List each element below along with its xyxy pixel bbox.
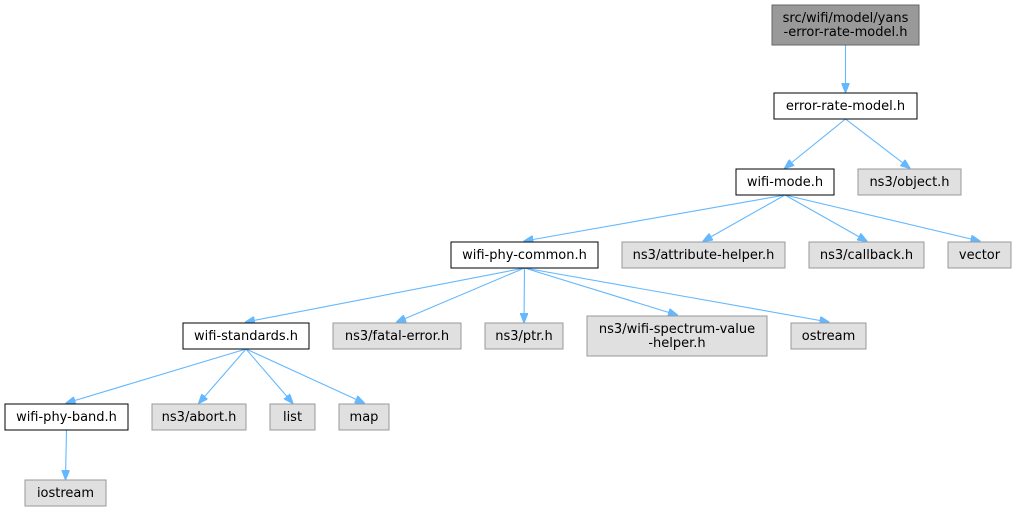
nodes-layer: src/wifi/model/yans-error-rate-model.h er…: [4, 4, 1012, 507]
node-wifi-standards[interactable]: wifi-standards.h: [182, 322, 310, 350]
node-label: wifi-standards.h: [194, 329, 298, 344]
node-label: ns3/abort.h: [162, 410, 237, 425]
node-label: -error-rate-model.h: [784, 25, 908, 40]
edge-error-rate-to-wifi-mode: [785, 118, 846, 168]
node-yans[interactable]: src/wifi/model/yans-error-rate-model.h: [771, 4, 920, 46]
node-label: ns3/object.h: [869, 175, 949, 190]
edge-wifi-mode-to-wifi-phy-common: [525, 194, 786, 241]
node-box: [947, 241, 1012, 269]
node-box: [621, 241, 786, 269]
node-wifi-mode[interactable]: wifi-mode.h: [735, 168, 835, 196]
node-label: vector: [959, 248, 1001, 263]
node-ns3-fatal-error: ns3/fatal-error.h: [332, 322, 462, 350]
node-box[interactable]: [450, 241, 599, 269]
edge-wifi-mode-to-ns3-attribute-helper: [704, 194, 786, 241]
node-label: ns3/ptr.h: [495, 329, 553, 344]
node-box: [484, 322, 564, 350]
edge-wifi-phy-common-to-ns3-ptr: [524, 267, 525, 322]
node-label: src/wifi/model/yans: [783, 11, 909, 26]
edge-wifi-standards-to-ns3-abort: [199, 348, 247, 403]
node-box[interactable]: [182, 322, 310, 350]
node-box: [808, 241, 925, 269]
node-box: [790, 322, 867, 350]
node-label: wifi-mode.h: [747, 175, 823, 190]
node-ns3-wifi-spectrum: ns3/wifi-spectrum-value-helper.h: [586, 315, 768, 357]
node-ns3-ptr: ns3/ptr.h: [484, 322, 564, 350]
edge-wifi-standards-to-list: [245, 348, 293, 403]
node-list: list: [269, 403, 316, 431]
node-wifi-phy-band[interactable]: wifi-phy-band.h: [4, 403, 129, 431]
node-ns3-abort: ns3/abort.h: [151, 403, 247, 431]
node-box[interactable]: [4, 403, 129, 431]
node-label: map: [350, 410, 379, 425]
node-ns3-callback: ns3/callback.h: [808, 241, 925, 269]
node-label: ns3/wifi-spectrum-value: [599, 322, 755, 337]
node-box[interactable]: [735, 168, 835, 196]
node-label: list: [283, 410, 302, 425]
node-ns3-object: ns3/object.h: [857, 168, 962, 196]
node-ns3-attribute-helper: ns3/attribute-helper.h: [621, 241, 786, 269]
node-label: ns3/callback.h: [820, 248, 913, 263]
edge-wifi-mode-to-vector: [784, 194, 980, 241]
edges-layer: [66, 45, 980, 479]
node-label: iostream: [37, 486, 94, 501]
node-box[interactable]: [771, 4, 920, 46]
node-label: ns3/fatal-error.h: [345, 329, 449, 344]
node-box: [338, 403, 390, 431]
node-box[interactable]: [773, 92, 918, 120]
node-ostream: ostream: [790, 322, 867, 350]
node-iostream: iostream: [24, 479, 107, 507]
node-label: -helper.h: [648, 336, 705, 351]
node-label: ns3/attribute-helper.h: [633, 248, 775, 263]
node-label: wifi-phy-common.h: [462, 248, 587, 263]
node-box: [151, 403, 247, 431]
edge-wifi-mode-to-ns3-callback: [784, 194, 867, 241]
edge-wifi-standards-to-wifi-phy-band: [67, 348, 247, 403]
node-box: [857, 168, 962, 196]
node-box: [332, 322, 462, 350]
node-label: ostream: [802, 329, 856, 344]
node-box: [24, 479, 107, 507]
node-map: map: [338, 403, 390, 431]
node-box: [269, 403, 316, 431]
node-box: [586, 315, 768, 357]
node-vector: vector: [947, 241, 1012, 269]
edge-wifi-standards-to-map: [245, 348, 364, 403]
node-wifi-phy-common[interactable]: wifi-phy-common.h: [450, 241, 599, 269]
edge-wifi-phy-common-to-ostream: [524, 267, 829, 322]
edge-wifi-phy-common-to-ns3-wifi-spectrum: [524, 267, 678, 315]
edge-wifi-phy-band-to-iostream: [66, 429, 67, 479]
node-label: error-rate-model.h: [786, 99, 905, 114]
node-error-rate[interactable]: error-rate-model.h: [773, 92, 918, 120]
edge-wifi-phy-common-to-ns3-fatal-error: [397, 267, 525, 322]
node-label: wifi-phy-band.h: [16, 410, 117, 425]
edge-wifi-phy-common-to-wifi-standards: [246, 267, 525, 322]
edge-error-rate-to-ns3-object: [845, 118, 910, 168]
